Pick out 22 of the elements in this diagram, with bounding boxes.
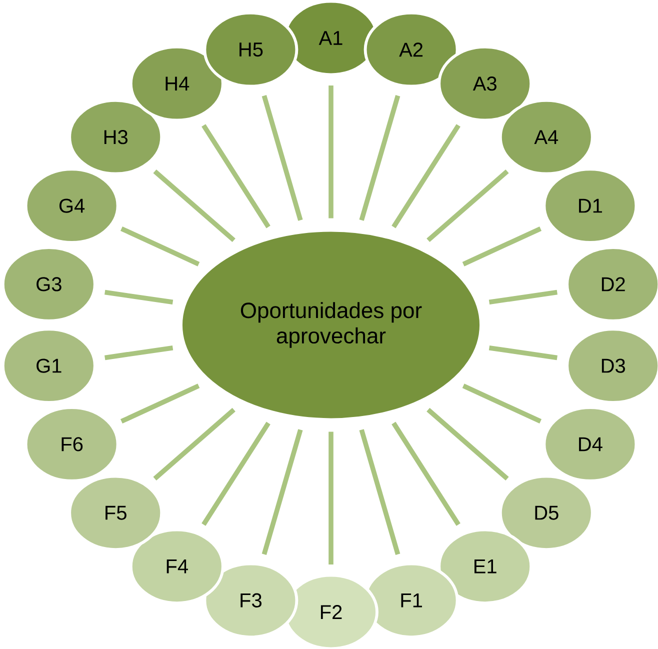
connector-line bbox=[120, 226, 200, 266]
connector-line bbox=[262, 429, 303, 555]
connector-line bbox=[202, 124, 270, 228]
connector-line bbox=[426, 169, 509, 242]
connector-line bbox=[104, 290, 174, 304]
connector-line bbox=[488, 290, 558, 304]
connector-line bbox=[153, 169, 236, 242]
connector-line bbox=[104, 346, 174, 360]
connector-line bbox=[462, 226, 542, 266]
connector-line bbox=[359, 95, 400, 221]
connector-line bbox=[262, 95, 303, 221]
connector-line bbox=[202, 422, 270, 526]
connector-line bbox=[392, 124, 460, 228]
connector-line bbox=[328, 432, 334, 565]
connector-line bbox=[153, 408, 236, 481]
connector-line bbox=[392, 422, 460, 526]
connector-line bbox=[488, 346, 558, 360]
connector-line bbox=[426, 408, 509, 481]
connector-line bbox=[328, 85, 334, 218]
connector-line bbox=[359, 429, 400, 555]
connector-line bbox=[120, 384, 200, 424]
connector-line bbox=[462, 384, 542, 424]
